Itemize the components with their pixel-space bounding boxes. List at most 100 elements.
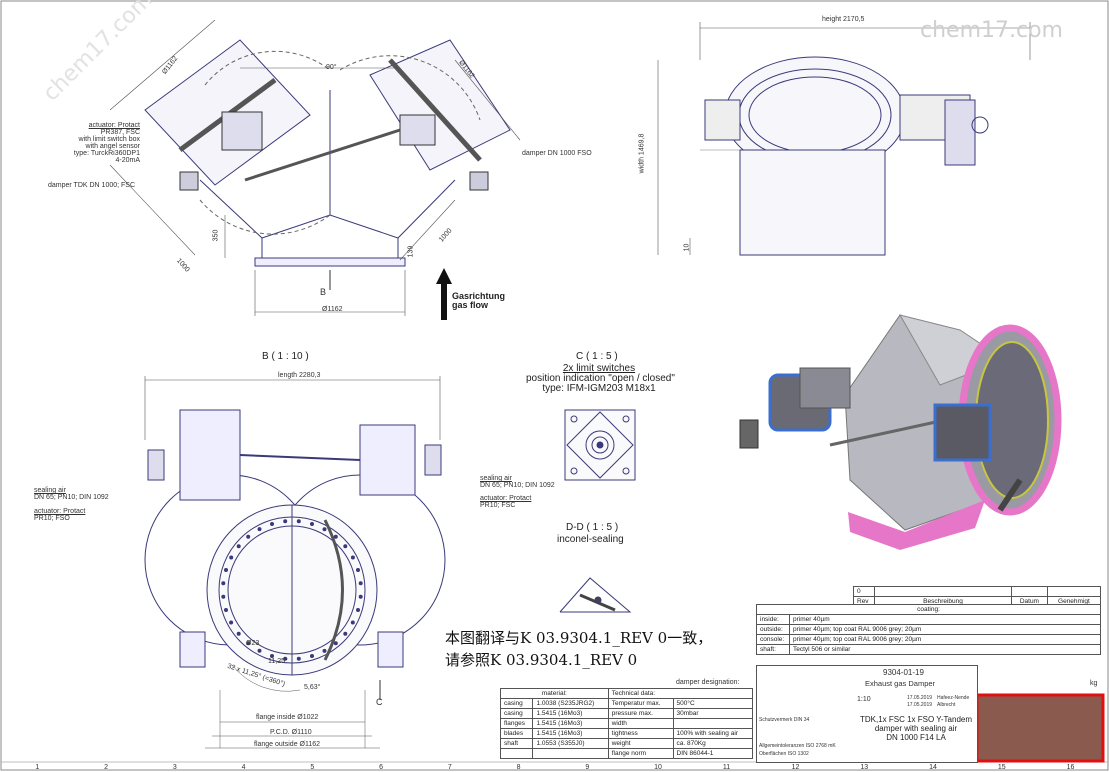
damper-right-label: damper DN 1000 FSO (522, 150, 592, 157)
bolt-hole (343, 544, 348, 549)
sealing-air-right: sealing air DN 65; PN10; DIN 1092 (480, 475, 555, 489)
bolt-hole (310, 654, 314, 658)
bolt-hole (283, 656, 288, 661)
bolt-hole (350, 620, 355, 625)
bolt-hole (246, 641, 251, 646)
column-number: 5 (310, 764, 315, 771)
revision-table: 0 Rev Beschreibung Datum Genehmigt (853, 586, 1102, 607)
bolt-hole (356, 608, 360, 612)
pcd-label: P.C.D. Ø1110 (270, 729, 312, 736)
bolt-hole (333, 641, 338, 646)
top-right-side-view (657, 22, 1031, 256)
bolt-hole (356, 568, 360, 572)
bolt-hole (224, 608, 228, 612)
checker-2: Albrecht (937, 702, 956, 708)
table-row: outside:primer 40µm; top coat RAL 9006 g… (756, 624, 1101, 635)
column-number: 3 (172, 764, 177, 771)
red-highlight-box (975, 693, 1105, 763)
weight-unit: kg (1090, 680, 1098, 687)
bolt-hole (343, 631, 348, 636)
bolt-hole (229, 555, 234, 560)
damper-designation-label: damper designation: (676, 679, 740, 686)
table-row: inside:primer 40µm (756, 614, 1101, 625)
bolt-hole (296, 519, 301, 524)
column-number: 4 (241, 764, 246, 771)
dia-23-label: Ø23 (246, 640, 260, 647)
column-number: 14 (929, 764, 937, 771)
gas-flow-arrow (436, 268, 452, 320)
date-1: 17.05.2019 (907, 695, 933, 701)
bolt-hole (333, 534, 338, 539)
height-dim-label: height 2170,5 (822, 16, 865, 23)
bolt-hole (236, 544, 241, 549)
angle-5-63-label: 5,63° (304, 684, 321, 691)
angle-11-25-label: 11,25° (268, 658, 288, 665)
bolt-hole (221, 594, 226, 599)
3d-model-render (739, 314, 1062, 550)
view-b-drawing (144, 376, 446, 749)
actuator-right-callout: actuator: Protact PR10; FSC (480, 495, 532, 509)
checker-1: Hafeez-Nende (937, 695, 970, 701)
date-2: 17.05.2019 (907, 702, 933, 708)
column-number: 16 (1066, 764, 1075, 771)
bolt-hole (224, 568, 228, 572)
bolt-hole (358, 594, 363, 599)
angle-90-label: 90° (326, 64, 337, 71)
tolerance-norm: Allgemeintoleranzen ISO 2768 mK (759, 743, 836, 749)
bolt-hole (350, 555, 355, 560)
surface-norm: Oberflächen ISO 1302 (759, 751, 809, 757)
length-dim-label: length 2280,3 (278, 372, 321, 379)
bolt-hole (221, 581, 226, 586)
damper-left-label: damper TDK DN 1000; FSC (48, 182, 136, 189)
bolt-hole (257, 648, 262, 653)
drawing-name: Exhaust gas Damper (865, 679, 936, 688)
sealing-air-left: sealing air DN 65; PN10; DIN 1092 (34, 487, 109, 501)
dim-10-label: 10 (683, 243, 691, 252)
width-dim-label: width 1469,8 (638, 133, 646, 174)
dim-350-label: 350 (212, 229, 220, 242)
view-dd-title: D-D ( 1 : 5 ) (566, 522, 619, 533)
column-number: 12 (791, 764, 800, 771)
dim-bottom-dia-label: Ø1162 (322, 306, 343, 313)
column-number: 1 (35, 764, 40, 771)
bolt-hole (257, 527, 262, 532)
bolt-hole (270, 654, 274, 658)
bolt-hole (270, 522, 274, 526)
view-dd-detail (559, 577, 632, 613)
column-number: 9 (585, 764, 590, 771)
view-c-title: C ( 1 : 5 ) (576, 351, 618, 362)
flange-outside-label: flange outside Ø1162 (254, 741, 321, 748)
coating-table: coating: inside:primer 40µm outside:prim… (756, 604, 1101, 655)
bolt-hole (322, 648, 327, 653)
table-row: shaft:Tectyl 506 or similar (756, 644, 1101, 655)
drawing-number: 9304-01-19 (883, 668, 924, 677)
view-c-marker: C (376, 697, 383, 707)
bolt-hole (310, 522, 314, 526)
translation-note: 本图翻译与K 03.9304.1_REV 0一致， 请参照K 03.9304.1… (445, 629, 713, 669)
flange-inside-label: flange inside Ø1022 (256, 714, 319, 721)
actuator-callout: actuator: Protact PR387, FSC with limit … (73, 122, 140, 164)
column-number: 15 (997, 764, 1006, 771)
view-c-detail (564, 409, 636, 481)
column-number: 6 (379, 764, 384, 771)
column-number: 8 (516, 764, 521, 771)
column-number: 2 (104, 764, 109, 771)
drawing-description: TDK,1x FSC 1x FSO Y-Tandem damper with s… (859, 715, 973, 743)
table-row: console:primer 40µm; top coat RAL 9006 g… (756, 634, 1101, 645)
protection-note: Schutzvermerk DIN 34 (759, 717, 810, 723)
flange-bolt-holes (221, 519, 363, 661)
column-number: 10 (654, 764, 662, 771)
column-number: 13 (860, 764, 869, 771)
view-b-title: B ( 1 : 10 ) (262, 351, 309, 362)
view-b-marker: B (320, 287, 327, 297)
bolt-hole (322, 527, 327, 532)
actuator-left-callout: actuator: Protact PR10; FSO (34, 508, 86, 522)
